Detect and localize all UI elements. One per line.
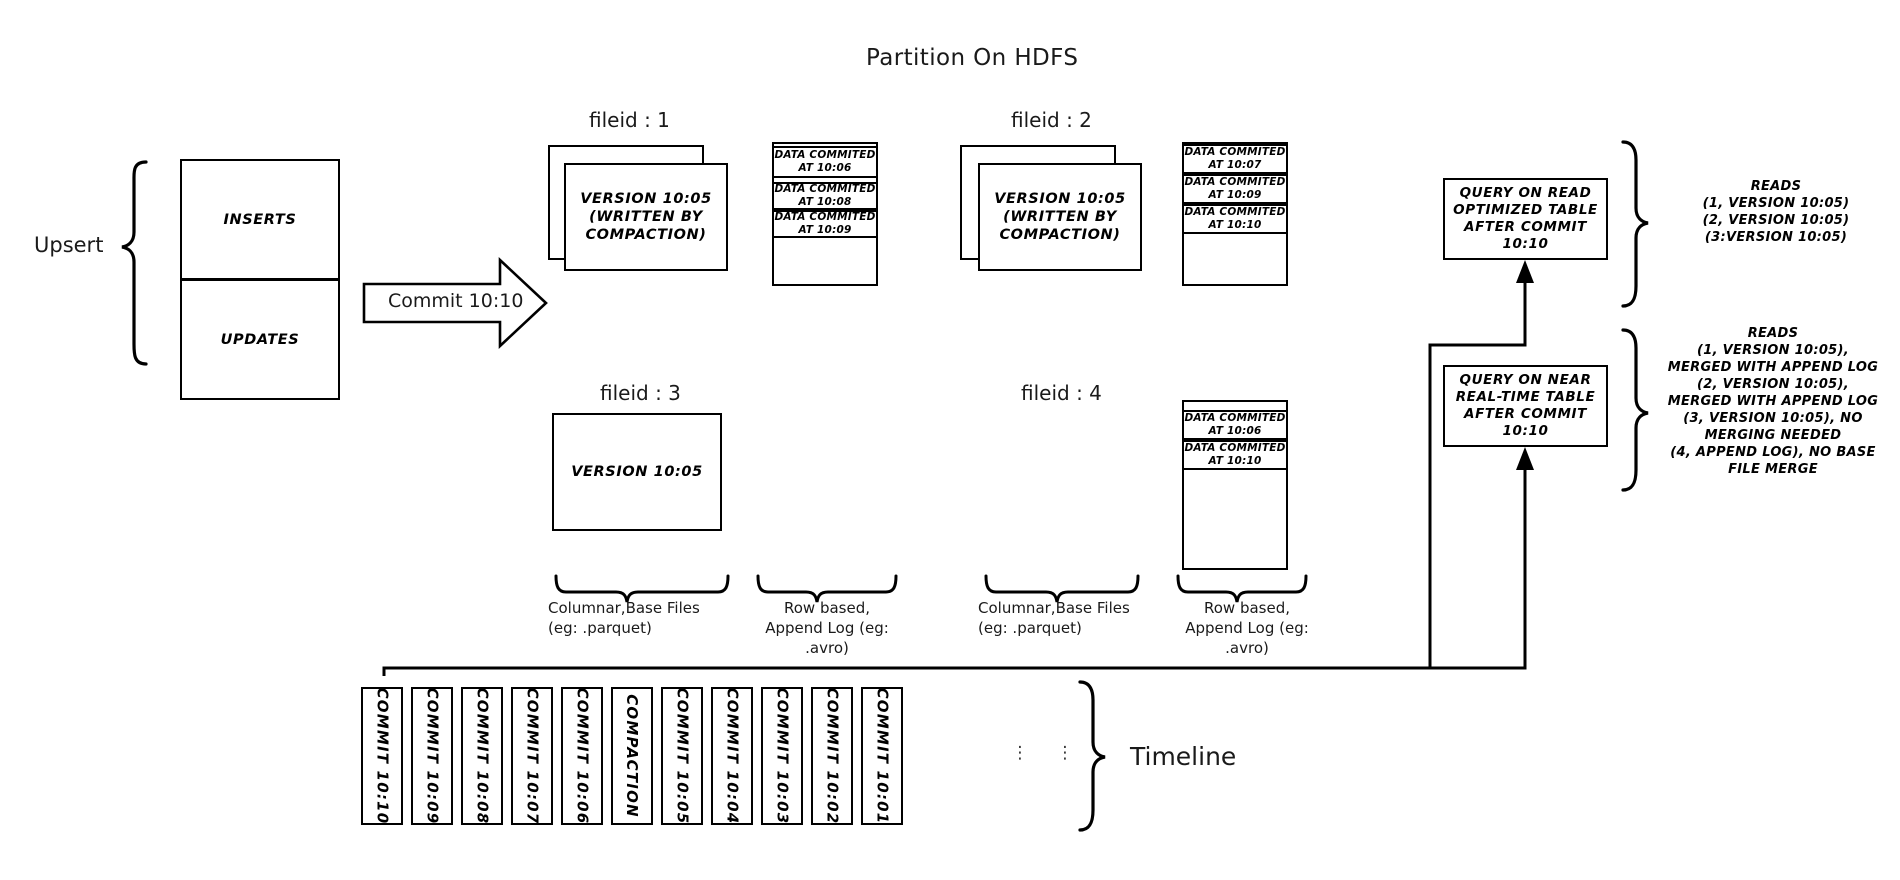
fileid-2-log-2-text: DATA COMMITED AT 10:10	[1184, 206, 1286, 231]
query-read-optimized-box[interactable]: QUERY ON READ OPTIMIZED TABLE AFTER COMM…	[1443, 178, 1608, 260]
fileid-4-header: fileid : 4	[1021, 381, 1102, 405]
fileid-1-log-2-text: DATA COMMITED AT 10:09	[774, 211, 876, 236]
fileid-1-log-1-text: DATA COMMITED AT 10:08	[774, 183, 876, 208]
timeline-item-3[interactable]: COMMIT 10:07	[511, 687, 553, 825]
timeline-ellipsis-2: ⋮	[1056, 743, 1074, 763]
timeline-label: Timeline	[1130, 742, 1237, 771]
timeline-item-8-label: COMMIT 10:03	[773, 687, 792, 825]
fileid-3-base-box[interactable]: VERSION 10:05	[552, 413, 722, 531]
caption-rowbased-right: Row based, Append Log (eg: .avro)	[1185, 599, 1309, 657]
timeline-item-10[interactable]: COMMIT 10:01	[861, 687, 903, 825]
fileid-4-log-0[interactable]: DATA COMMITED AT 10:06	[1182, 410, 1288, 440]
fileid-2-log-1-text: DATA COMMITED AT 10:09	[1184, 176, 1286, 201]
fileid-1-log-1[interactable]: DATA COMMITED AT 10:08	[772, 182, 878, 210]
fileid-1-log-0-text: DATA COMMITED AT 10:06	[774, 149, 876, 174]
fileid-1-header: fileid : 1	[589, 108, 670, 132]
timeline-item-0[interactable]: COMMIT 10:10	[361, 687, 403, 825]
fileid-2-base-box[interactable]: VERSION 10:05 (WRITTEN BY COMPACTION)	[978, 163, 1142, 271]
commit-arrow-label: Commit 10:10	[388, 290, 524, 312]
timeline-item-6-label: COMMIT 10:05	[673, 687, 692, 825]
fileid-1-log-2[interactable]: DATA COMMITED AT 10:09	[772, 210, 878, 238]
caption-rowbased-left: Row based, Append Log (eg: .avro)	[765, 599, 889, 657]
fileid-2-base-text: VERSION 10:05 (WRITTEN BY COMPACTION)	[994, 191, 1126, 243]
timeline-item-10-label: COMMIT 10:01	[873, 687, 892, 825]
timeline-item-3-label: COMMIT 10:07	[523, 687, 542, 825]
updates-label: UPDATES	[220, 331, 300, 348]
timeline-item-4[interactable]: COMMIT 10:06	[561, 687, 603, 825]
query-near-realtime-box[interactable]: QUERY ON NEAR REAL-TIME TABLE AFTER COMM…	[1443, 365, 1608, 447]
upsert-label: Upsert	[34, 233, 104, 257]
timeline-item-5-label: COMPACTION	[623, 694, 642, 818]
fileid-3-header: fileid : 3	[600, 381, 681, 405]
fileid-2-header: fileid : 2	[1011, 108, 1092, 132]
timeline-item-9[interactable]: COMMIT 10:02	[811, 687, 853, 825]
timeline-item-9-label: COMMIT 10:02	[823, 687, 842, 825]
fileid-4-log-1-text: DATA COMMITED AT 10:10	[1184, 442, 1286, 467]
fileid-2-log-0[interactable]: DATA COMMITED AT 10:07	[1182, 144, 1288, 174]
timeline-item-1[interactable]: COMMIT 10:09	[411, 687, 453, 825]
timeline-item-2-label: COMMIT 10:08	[473, 687, 492, 825]
fileid-2-log-0-text: DATA COMMITED AT 10:07	[1184, 146, 1286, 171]
page-title: Partition On HDFS	[866, 45, 1079, 71]
fileid-4-log-0-text: DATA COMMITED AT 10:06	[1184, 412, 1286, 437]
inserts-label: INSERTS	[223, 211, 297, 228]
timeline-item-6[interactable]: COMMIT 10:05	[661, 687, 703, 825]
timeline-item-4-label: COMMIT 10:06	[573, 687, 592, 825]
timeline-item-0-label: COMMIT 10:10	[373, 687, 392, 825]
timeline-item-7-label: COMMIT 10:04	[723, 687, 742, 825]
updates-box[interactable]: UPDATES	[180, 279, 340, 400]
fileid-3-base-text: VERSION 10:05	[571, 464, 703, 480]
timeline-item-2[interactable]: COMMIT 10:08	[461, 687, 503, 825]
caption-columnar-left: Columnar,Base Files (eg: .parquet)	[548, 599, 700, 637]
caption-columnar-right: Columnar,Base Files (eg: .parquet)	[978, 599, 1130, 637]
timeline-ellipsis-1: ⋮	[1011, 743, 1029, 763]
fileid-2-log-1[interactable]: DATA COMMITED AT 10:09	[1182, 174, 1288, 204]
query-near-realtime-text: QUERY ON NEAR REAL-TIME TABLE AFTER COMM…	[1455, 372, 1596, 439]
fileid-1-base-box[interactable]: VERSION 10:05 (WRITTEN BY COMPACTION)	[564, 163, 728, 271]
timeline-item-5[interactable]: COMPACTION	[611, 687, 653, 825]
fileid-1-log-0[interactable]: DATA COMMITED AT 10:06	[772, 146, 878, 178]
timeline-item-1-label: COMMIT 10:09	[423, 687, 442, 825]
reads-read-optimized: READS (1, VERSION 10:05) (2, VERSION 10:…	[1702, 179, 1850, 245]
timeline-item-7[interactable]: COMMIT 10:04	[711, 687, 753, 825]
timeline-item-8[interactable]: COMMIT 10:03	[761, 687, 803, 825]
reads-near-realtime: READS (1, VERSION 10:05), MERGED WITH AP…	[1667, 326, 1879, 477]
query-read-optimized-text: QUERY ON READ OPTIMIZED TABLE AFTER COMM…	[1453, 185, 1598, 252]
fileid-1-base-text: VERSION 10:05 (WRITTEN BY COMPACTION)	[580, 191, 712, 243]
fileid-2-log-2[interactable]: DATA COMMITED AT 10:10	[1182, 204, 1288, 234]
inserts-box[interactable]: INSERTS	[180, 159, 340, 280]
fileid-4-log-1[interactable]: DATA COMMITED AT 10:10	[1182, 440, 1288, 470]
